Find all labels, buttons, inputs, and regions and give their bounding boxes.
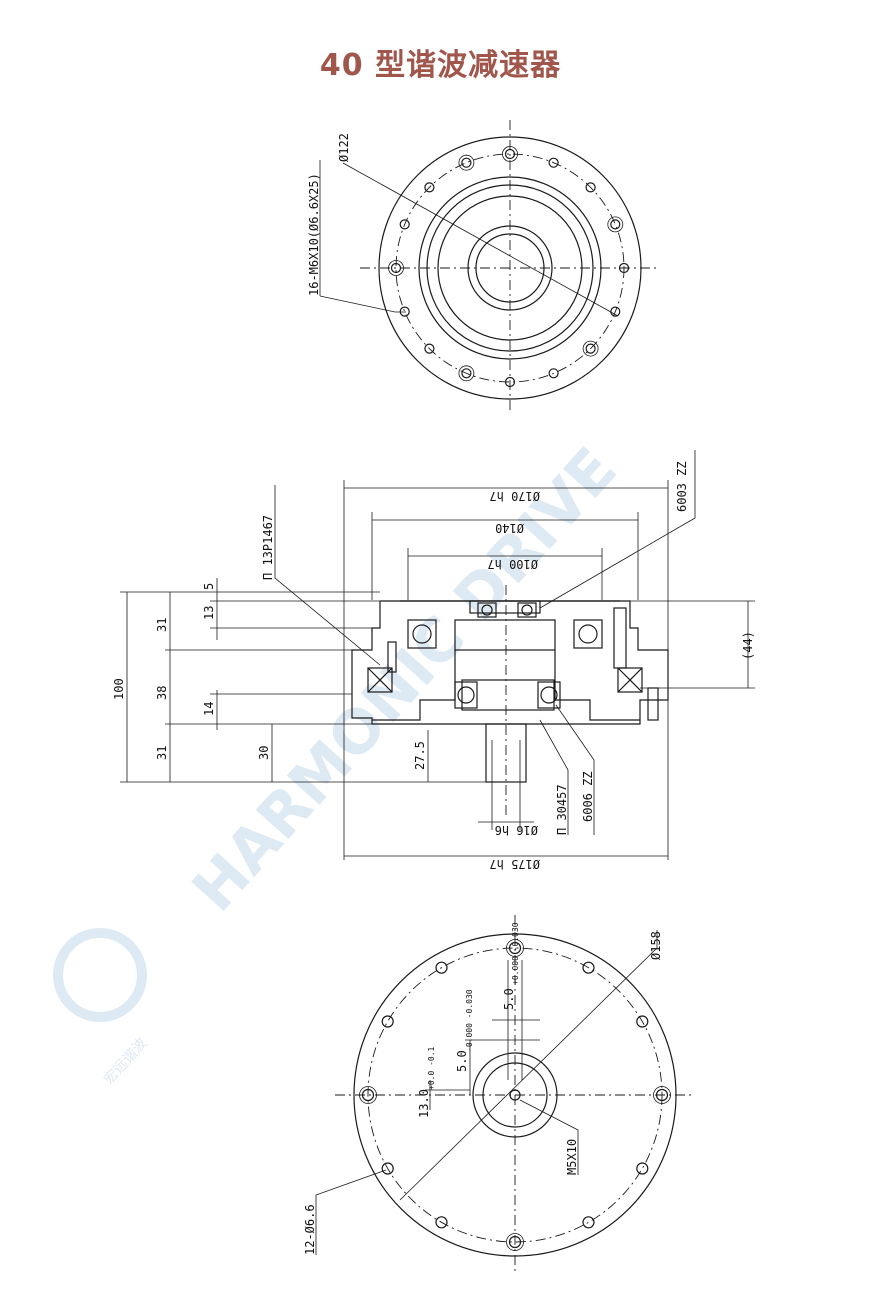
top-bolt-hole (461, 157, 472, 168)
dim-30: 30 (257, 746, 271, 760)
dim-total: 100 (112, 678, 126, 700)
key-dim-2: 5.0 (455, 1050, 469, 1072)
bottom-bolt-hole (361, 1088, 375, 1102)
bearing-bottom-label: 6006 ZZ (581, 771, 595, 822)
bottom-bolt-hole-counterbore (359, 1086, 377, 1104)
section-view: Ø170 h7 Ø140 Ø100 h7 (112, 450, 755, 871)
bottom-bolt-hole (508, 941, 522, 955)
bottom-bolt-hole (381, 1015, 394, 1028)
bottom-bolt-hole (582, 1216, 595, 1229)
bottom-bolt-hole (636, 1162, 649, 1175)
seal-top-label: Π 13P1467 (261, 515, 275, 580)
dim-shaft-dia: Ø16 h6 (495, 823, 538, 837)
watermark-cn-text: 宏远谐波 (101, 1035, 150, 1087)
top-holes-label: 16-M6X10(Ø6.6X25) (307, 173, 321, 296)
dim-27-5: 27.5 (413, 741, 427, 770)
dim-38: 38 (155, 686, 169, 700)
top-bolt-hole (424, 343, 435, 354)
dim-dia-100: Ø100 h7 (487, 557, 538, 571)
key-tol-3: +0.0 -0.1 (427, 1046, 436, 1090)
dim-5: 5 (202, 583, 216, 590)
top-bolt-hole-counterbore (582, 340, 599, 357)
top-bolt-hole-counterbore (502, 146, 518, 162)
dim-14: 14 (202, 702, 216, 716)
top-bolt-hole (548, 368, 559, 379)
top-bolt-hole (548, 157, 559, 168)
watermark-text: HARMONIC DRIVE (179, 435, 630, 925)
top-bolt-hole (504, 148, 516, 160)
key-dim-1: 5.0 (502, 988, 516, 1010)
bottom-bolt-hole (655, 1088, 669, 1102)
top-bolt-hole (504, 376, 516, 388)
bottom-bolt-hole (582, 961, 595, 974)
page-title: 40 型谐波减速器 (319, 48, 562, 83)
top-bolt-hole-counterbore (388, 260, 404, 276)
top-bolt-hole (585, 182, 596, 193)
bottom-bolt-hole (636, 1015, 649, 1028)
bottom-dia-label: Ø158 (649, 931, 663, 960)
bottom-bolt-hole (381, 1162, 394, 1175)
key-dim-3: 13.0 (417, 1089, 431, 1118)
bearing-top-label: 6003 ZZ (675, 461, 689, 512)
dim-dia-175: Ø175 h7 (489, 857, 540, 871)
top-bolt-hole-counterbore (607, 216, 624, 233)
bottom-bolt-hole-counterbore (653, 1086, 671, 1104)
key-tol-1: +0.000 -0.030 (511, 922, 520, 985)
key-tol-2: -0.000 -0.030 (465, 989, 474, 1052)
top-view: Ø122 16-M6X10(Ø6.6X25) (307, 120, 660, 410)
top-bolt-hole (461, 368, 472, 379)
bottom-view: Ø158 5.0 +0.000 -0.030 5.0 -0.000 -0.030… (303, 915, 695, 1275)
top-bolt-hole-counterbore (458, 154, 475, 171)
bottom-bolt-hole-counterbore (506, 939, 524, 957)
top-bolt-hole (618, 262, 630, 274)
top-bolt-hole-counterbore (458, 365, 475, 382)
dim-31-top: 31 (155, 618, 169, 632)
top-bolt-hole (399, 219, 410, 230)
seal-bottom-label: Π 30457 (555, 784, 569, 835)
dim-44: (44) (741, 631, 755, 660)
dim-dia-170: Ø170 h7 (489, 489, 540, 503)
top-bolt-hole (585, 343, 596, 354)
bottom-bolt-hole-counterbore (506, 1233, 524, 1251)
bearings (407, 602, 603, 709)
top-bolt-hole (424, 182, 435, 193)
top-dia-label: Ø122 (337, 133, 351, 162)
dim-13: 13 (202, 606, 216, 620)
bottom-holes-label: 12-Ø6.6 (303, 1204, 317, 1255)
watermark-logo-icon (53, 928, 147, 1022)
top-bolt-hole (610, 219, 621, 230)
dim-dia-140: Ø140 (495, 521, 524, 535)
bottom-bolt-hole (435, 1216, 448, 1229)
dim-31-bottom: 31 (155, 746, 169, 760)
top-bolt-hole (390, 262, 402, 274)
bottom-bolt-holes (359, 939, 671, 1251)
bottom-outer-circle (353, 933, 677, 1257)
cross-rollers (367, 667, 643, 693)
top-outer-circle (378, 136, 642, 400)
thread-label: M5X10 (565, 1139, 579, 1175)
bottom-bolt-hole (435, 961, 448, 974)
bottom-bolt-hole (508, 1235, 522, 1249)
